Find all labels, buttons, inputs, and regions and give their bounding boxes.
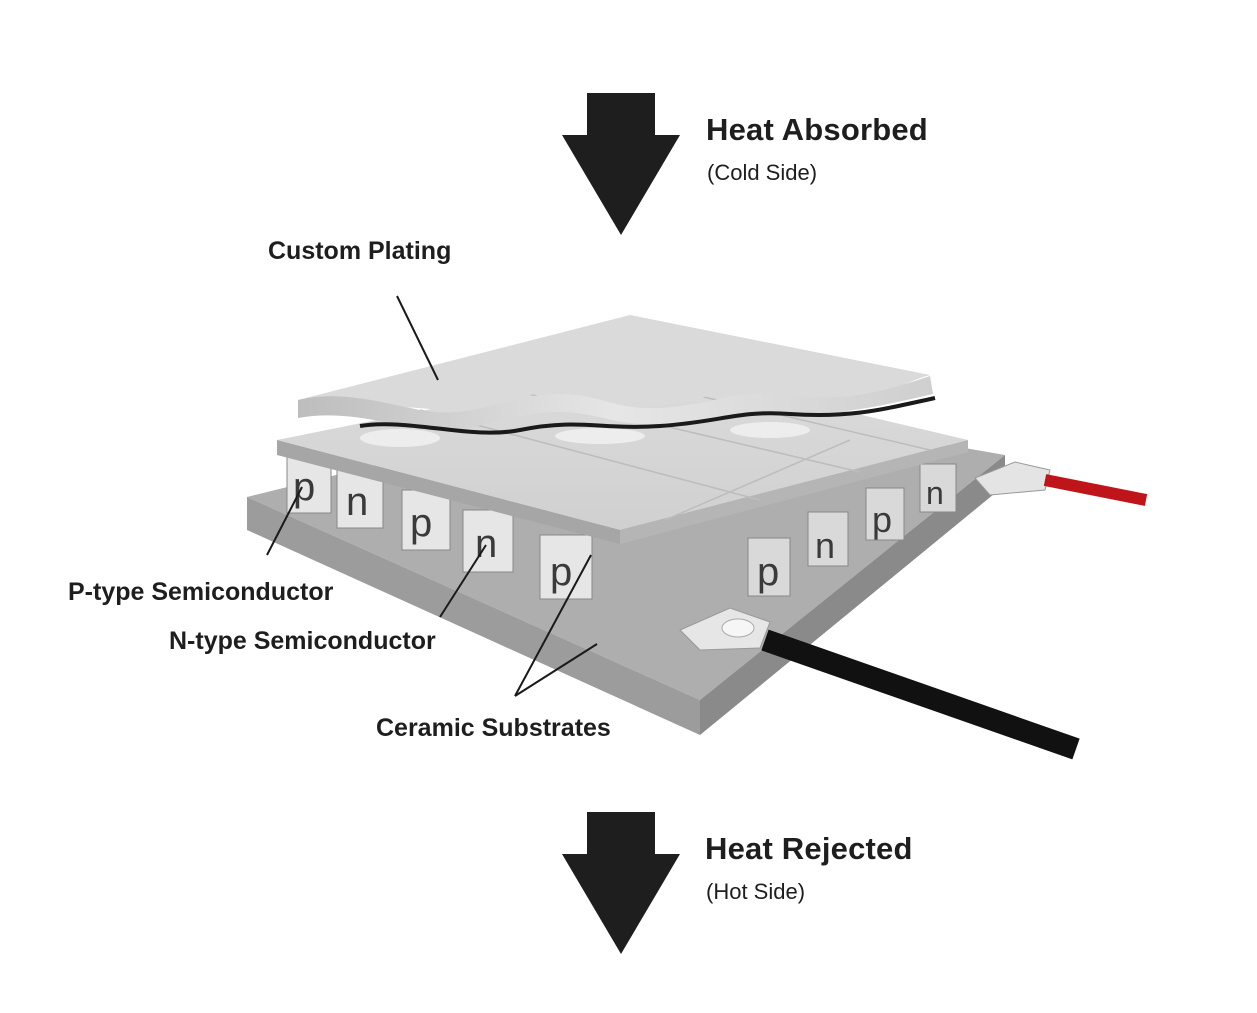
pellet-label: p — [550, 550, 572, 594]
pellet-label: n — [815, 525, 835, 566]
heat-rejected-arrow-icon — [562, 812, 680, 954]
pellet-label: n — [346, 480, 368, 524]
positive-wire — [974, 461, 1148, 506]
front-row-pellets: p n p n p — [286, 454, 593, 600]
pellet-label: p — [293, 465, 315, 509]
heat-rejected-title: Heat Rejected — [705, 831, 913, 866]
heat-absorbed-title: Heat Absorbed — [706, 112, 928, 147]
ceramic-substrates-label: Ceramic Substrates — [376, 714, 611, 742]
negative-wire — [679, 607, 1080, 760]
leader-lines — [266, 295, 598, 697]
n-type-semiconductor-label: N-type Semiconductor — [169, 627, 436, 655]
pellet-label: p — [410, 501, 432, 545]
pellet-label: n — [926, 475, 944, 511]
hot-side-subtitle: (Hot Side) — [706, 879, 806, 904]
right-row-pellets: p n p n — [747, 463, 957, 597]
p-type-semiconductor-label: P-type Semiconductor — [68, 578, 334, 606]
pellet-label: n — [475, 522, 497, 566]
pellet-label: p — [872, 499, 892, 540]
custom-plating-label: Custom Plating — [268, 237, 452, 265]
pellet-label: p — [757, 550, 779, 594]
cold-side-subtitle: (Cold Side) — [707, 160, 818, 185]
custom-plating — [298, 315, 936, 435]
heat-absorbed-arrow-icon — [562, 93, 680, 235]
